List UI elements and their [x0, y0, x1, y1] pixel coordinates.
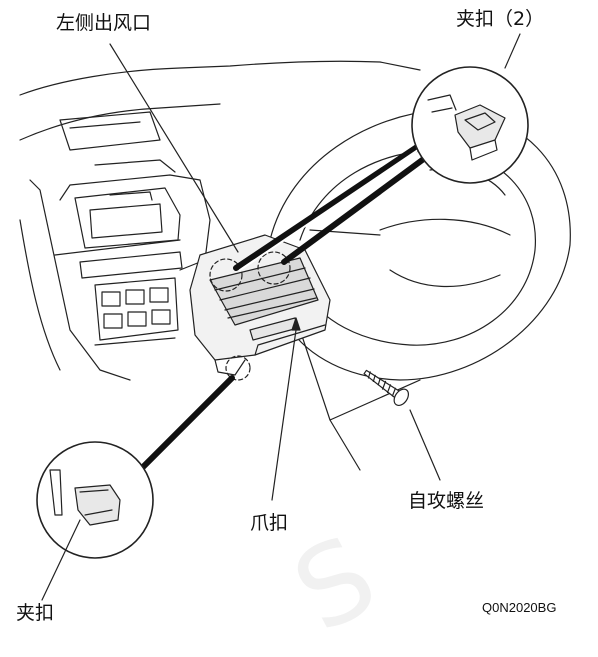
- label-clip-bottom: 夹扣: [16, 602, 55, 624]
- clip-location-circle-1: [209, 258, 243, 292]
- label-claw: 爪扣: [250, 512, 289, 534]
- clip-location-circle-3: [225, 355, 251, 381]
- label-screw: 自攻螺丝: [408, 490, 485, 512]
- dashboard-outline: [19, 60, 421, 96]
- tapping-screw: [363, 369, 410, 407]
- leader-clip-top: [504, 33, 521, 69]
- label-left-vent: 左侧出风口: [56, 12, 152, 34]
- leader-clip-bottom: [41, 519, 81, 601]
- label-clip-top: 夹扣（2）: [456, 8, 545, 30]
- clip-location-circle-2: [257, 251, 291, 285]
- dashboard-illustration: [19, 33, 571, 601]
- diagram-canvas: S: [16, 8, 571, 657]
- leader-left-vent: [109, 43, 239, 253]
- center-console: [59, 174, 211, 271]
- leader-screw: [409, 409, 441, 481]
- figure-code: Q0N2020BG: [482, 600, 557, 615]
- leader-claw: [271, 329, 297, 501]
